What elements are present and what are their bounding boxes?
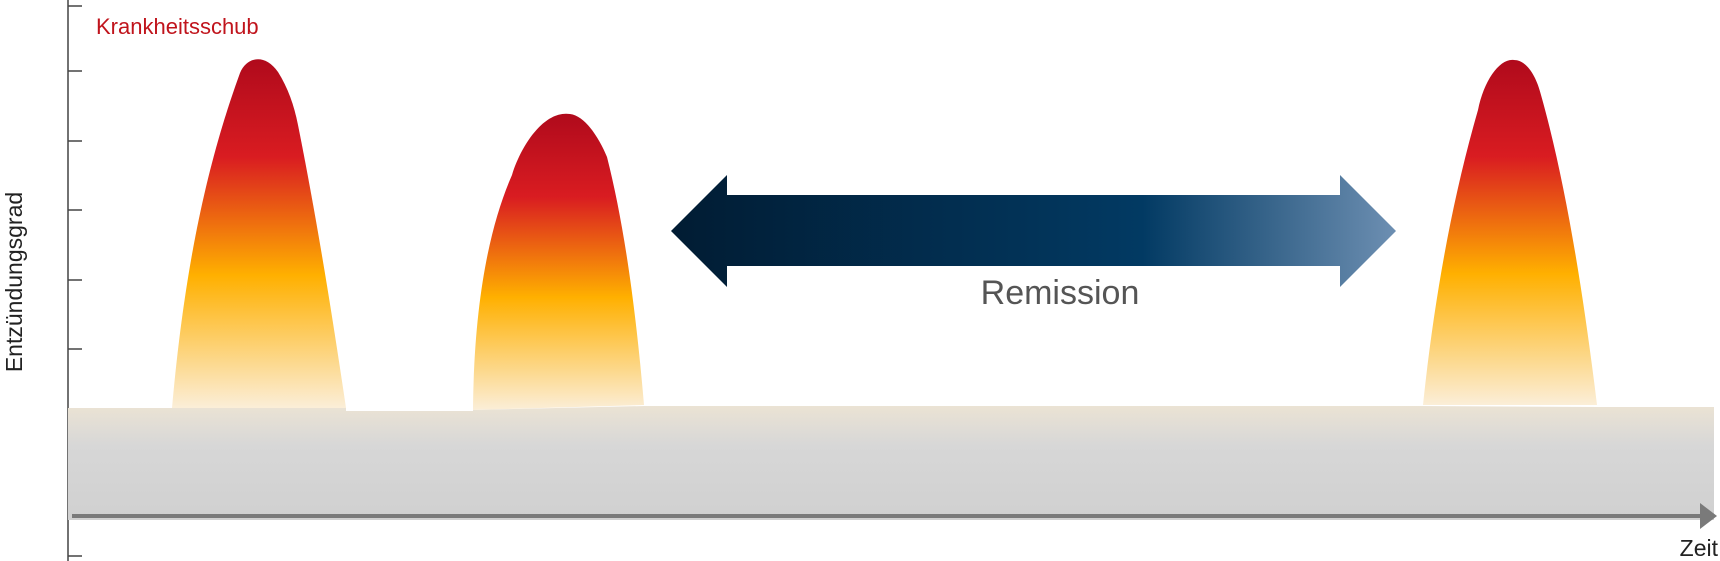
- flare-peak-2: [473, 113, 644, 411]
- flare-peak-1: [172, 59, 346, 409]
- remission-label: Remission: [981, 274, 1140, 312]
- flare-label: Krankheitsschub: [96, 14, 259, 39]
- remission-arrow: [671, 175, 1396, 287]
- flare-peak-3: [1423, 59, 1597, 406]
- x-axis-label: Zeit: [1680, 535, 1719, 561]
- y-axis-label: Entzündungsgrad: [1, 192, 27, 372]
- baseline-inflammation-band: [68, 406, 1714, 520]
- time-axis: [72, 503, 1717, 529]
